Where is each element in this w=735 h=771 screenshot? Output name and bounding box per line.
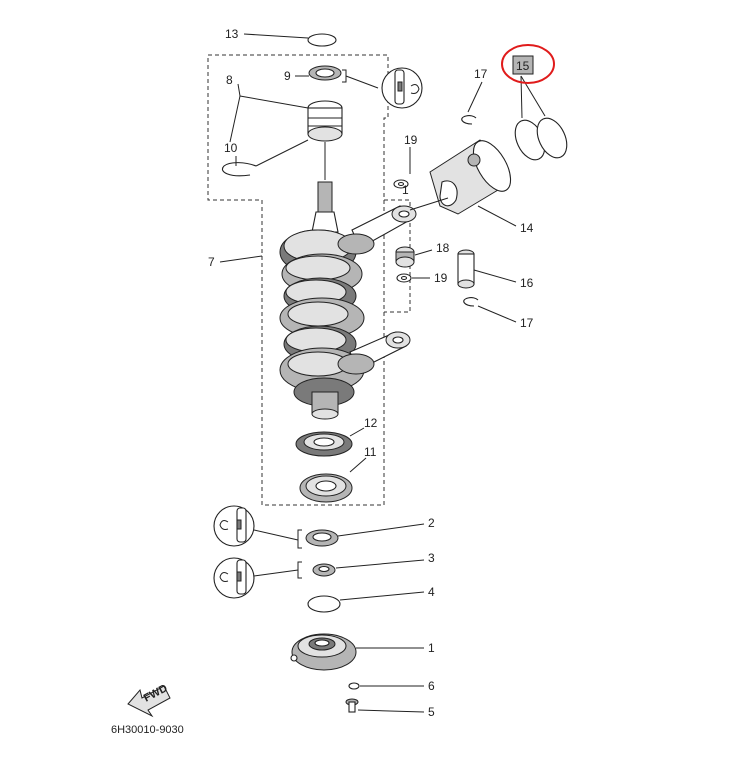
piston-rings-15 (514, 117, 568, 161)
grease-icon-lower-upper (213, 505, 255, 547)
oil-seal-2 (305, 529, 339, 547)
callout-19-upper: 19 (404, 133, 418, 147)
washer-6 (348, 682, 360, 690)
connecting-rod-lower (337, 331, 411, 375)
callout-14: 14 (520, 221, 534, 235)
housing-1 (290, 633, 357, 671)
connecting-rod-upper-1 (337, 205, 417, 255)
callout-15: 15 (516, 59, 530, 73)
callout-5: 5 (428, 705, 435, 719)
callout-1-housing: 1 (428, 641, 435, 655)
callout-17-lower: 17 (520, 316, 534, 330)
assembly-boundary-7 (207, 54, 389, 506)
fwd-arrow-icon (127, 685, 171, 718)
callout-7: 7 (208, 255, 215, 269)
piston-14 (429, 139, 512, 215)
callout-12: 12 (364, 416, 378, 430)
bearing-11 (299, 473, 353, 503)
part-15-tag (512, 55, 534, 75)
oil-seal-12 (295, 431, 353, 457)
highlight-circle-15 (501, 44, 555, 84)
bolt-5 (345, 698, 359, 713)
callout-9: 9 (284, 69, 291, 83)
circlip-17-lower (463, 297, 479, 307)
callout-2: 2 (428, 516, 435, 530)
oil-seal-3 (312, 563, 336, 577)
callout-10: 10 (224, 141, 238, 155)
callout-8: 8 (226, 73, 233, 87)
crankshaft-7 (279, 181, 365, 420)
callout-19-lower: 19 (434, 271, 448, 285)
callout-3: 3 (428, 551, 435, 565)
callout-18: 18 (436, 241, 450, 255)
callout-6: 6 (428, 679, 435, 693)
needle-bearing-18 (395, 246, 415, 268)
callout-16: 16 (520, 276, 534, 290)
grease-icon-lower-lower (213, 557, 255, 599)
o-ring-13 (307, 33, 337, 47)
callout-11: 11 (364, 445, 377, 459)
callout-17-upper: 17 (474, 67, 488, 81)
bearing-8 (307, 100, 343, 142)
callout-1-rod: 1 (402, 183, 409, 197)
oil-seal-9 (308, 65, 342, 81)
callout-13: 13 (225, 27, 239, 41)
callout-4: 4 (428, 585, 435, 599)
circlip-10 (222, 162, 257, 177)
circlip-17-upper (461, 115, 477, 125)
piston-group-boundary (384, 199, 411, 313)
grease-icon-top (381, 67, 423, 109)
piston-pin-16 (457, 249, 475, 289)
o-ring-4 (307, 595, 341, 613)
diagram-code: 6H30010-9030 (111, 724, 184, 736)
